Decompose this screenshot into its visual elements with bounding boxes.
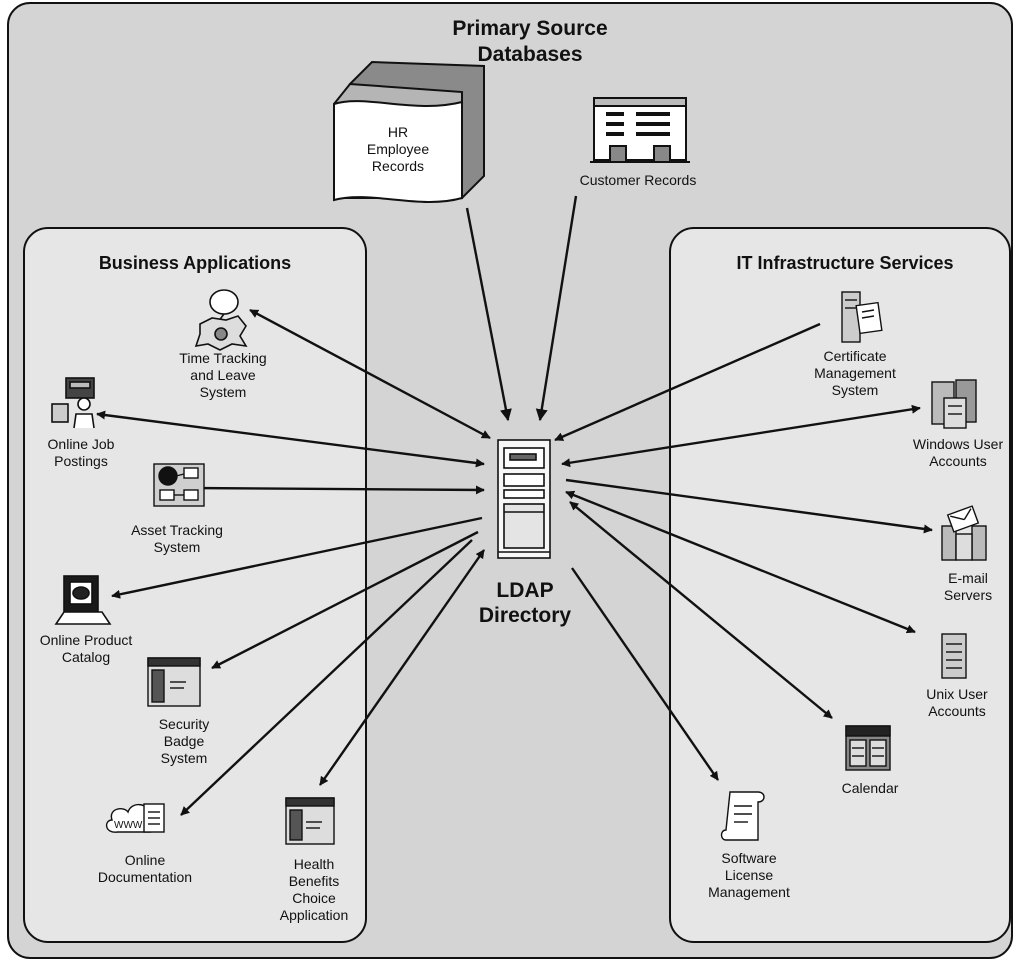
online-docs-icon: WWW bbox=[105, 803, 165, 833]
software-license-icon bbox=[720, 791, 765, 841]
product-catalog-label: Online Product Catalog bbox=[39, 632, 133, 665]
hr-records-label: HR Employee Records bbox=[366, 124, 430, 174]
arrow-customer-to-ldap bbox=[535, 195, 578, 422]
arrow-software-license bbox=[571, 567, 719, 781]
hr-records-icon bbox=[333, 60, 485, 203]
arrow-asset-tracking bbox=[189, 483, 485, 495]
time-tracking-label: Time Tracking and Leave System bbox=[179, 350, 267, 400]
software-license-label: Software License Management bbox=[708, 850, 790, 900]
certificate-icon bbox=[841, 291, 883, 343]
asset-tracking-label: Asset Tracking System bbox=[131, 522, 223, 555]
security-badge-icon bbox=[147, 657, 201, 707]
calendar-icon bbox=[845, 725, 891, 771]
job-postings-label: Online Job Postings bbox=[47, 436, 115, 469]
it-services-title: IT Infrastructure Services bbox=[736, 253, 954, 273]
health-benefits-label: Health Benefits Choice Application bbox=[279, 856, 349, 923]
product-catalog-icon bbox=[54, 575, 112, 625]
connector-arrows bbox=[96, 195, 933, 816]
health-benefits-icon bbox=[285, 797, 335, 845]
arrow-job-postings bbox=[96, 410, 485, 468]
ldap-server-icon bbox=[497, 439, 551, 559]
www-icon-text: WWW bbox=[114, 820, 143, 831]
page-title: Primary Source Databases bbox=[452, 17, 608, 66]
unix-accounts-label: Unix User Accounts bbox=[926, 686, 988, 719]
business-apps-title: Business Applications bbox=[98, 253, 292, 273]
email-servers-label: E-mail Servers bbox=[943, 570, 993, 603]
certificate-label: Certificate Management System bbox=[814, 348, 896, 398]
customer-records-label: Customer Records bbox=[579, 172, 697, 188]
job-postings-icon bbox=[51, 377, 95, 429]
windows-accounts-icon bbox=[931, 379, 977, 429]
arrow-calendar bbox=[569, 501, 833, 719]
online-docs-label: Online Documentation bbox=[97, 852, 193, 885]
security-badge-label: Security Badge System bbox=[158, 716, 210, 766]
calendar-label: Calendar bbox=[841, 780, 899, 796]
ldap-directory-label: LDAP Directory bbox=[478, 579, 572, 627]
unix-accounts-icon bbox=[941, 633, 967, 679]
asset-tracking-icon bbox=[153, 463, 205, 507]
arrow-product-catalog bbox=[111, 516, 483, 599]
windows-accounts-label: Windows User Accounts bbox=[912, 436, 1004, 469]
email-servers-icon bbox=[941, 505, 987, 561]
time-tracking-icon bbox=[194, 289, 248, 351]
arrow-windows-accounts bbox=[561, 404, 921, 468]
arrow-health-benefits bbox=[319, 549, 485, 786]
customer-records-icon bbox=[590, 97, 690, 163]
